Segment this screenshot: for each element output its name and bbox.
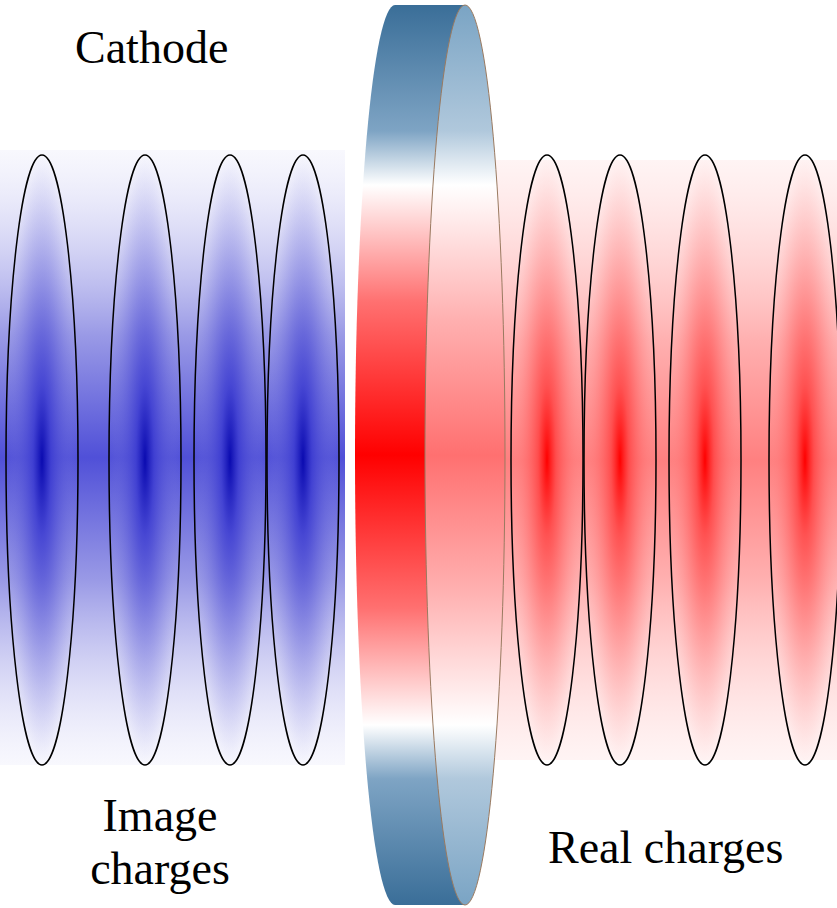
real-charges-label: Real charges xyxy=(548,822,783,875)
real-charge-discs xyxy=(511,155,837,765)
cathode-label: Cathode xyxy=(75,22,228,75)
image-charge-discs xyxy=(6,155,339,765)
image-charges-label: Image charges xyxy=(45,790,275,896)
image-charge-band xyxy=(0,150,345,765)
cathode-disc xyxy=(355,5,505,905)
